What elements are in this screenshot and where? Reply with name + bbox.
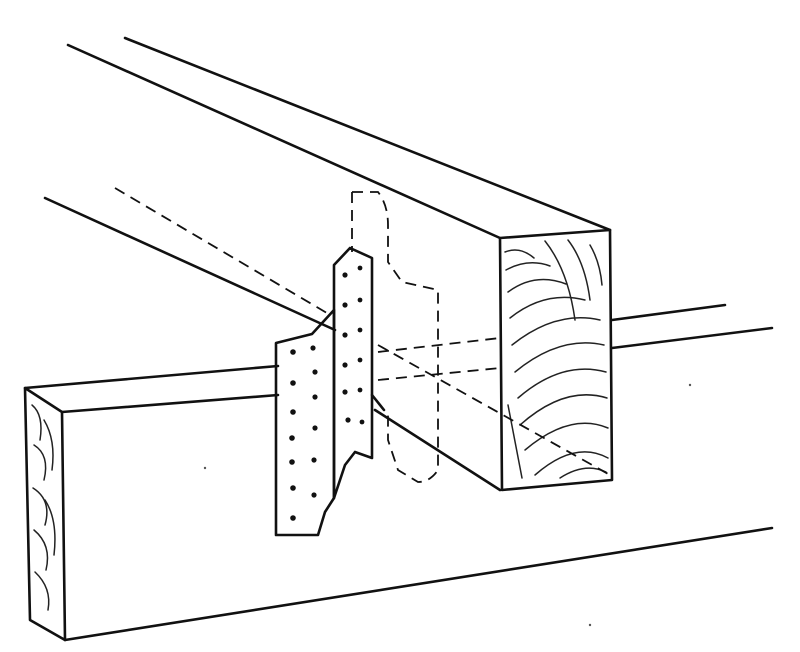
nail-hole-icon [342, 302, 348, 308]
upper-joist-bottom-edge [373, 408, 502, 492]
upper-joist-side-edge [43, 196, 337, 332]
nail-hole-icon [359, 419, 365, 425]
nail-hole-icon [357, 387, 363, 393]
upper-joist-top-back-edge [123, 36, 612, 232]
nail-hole-icon [357, 265, 363, 271]
lower-beam [23, 303, 774, 642]
upper-joist-end-grain [504, 239, 609, 479]
nail-hole-icon [357, 327, 363, 333]
anchor-side-nail-holes [342, 265, 365, 425]
nail-hole-icon [289, 435, 295, 441]
lower-beam-end-grain [31, 404, 56, 611]
anchor-front-flange [274, 308, 336, 537]
upper-joist-end-face [498, 228, 614, 492]
nail-hole-icon [310, 345, 316, 351]
nail-hole-icon [311, 457, 317, 463]
hidden-joist-bottom-edge [377, 344, 611, 476]
nail-hole-icon [342, 272, 348, 278]
scan-specks [203, 383, 692, 627]
hidden-beam-top-edge [377, 337, 501, 353]
hidden-beam-front-edge [377, 367, 501, 381]
lower-beam-end-face [23, 386, 67, 642]
nail-hole-icon [289, 459, 295, 465]
nail-hole-icon [290, 409, 296, 415]
lower-beam-front-top-far-edge [610, 326, 774, 350]
nail-hole-icon [290, 349, 296, 355]
nail-hole-icon [290, 515, 296, 521]
nail-hole-icon [290, 485, 296, 491]
nail-hole-icon [342, 389, 348, 395]
hidden-joist-top-edge [114, 187, 333, 317]
upper-joist [43, 36, 614, 492]
nail-hole-icon [311, 492, 317, 498]
nail-hole-icon [312, 394, 318, 400]
lower-beam-bottom-edge [63, 526, 774, 642]
nail-hole-icon [357, 357, 363, 363]
anchor-bend-edge [370, 393, 386, 412]
nail-hole-icon [290, 380, 296, 386]
nail-hole-icon [312, 369, 318, 375]
nail-hole-icon [312, 425, 318, 431]
nail-hole-icon [357, 297, 363, 303]
nail-hole-icon [342, 362, 348, 368]
nail-hole-icon [342, 332, 348, 338]
metal-framing-anchor [274, 246, 386, 537]
hidden-lines [114, 187, 611, 483]
anchor-side-plate [332, 246, 374, 500]
upper-joist-top-front-edge [66, 43, 502, 240]
lower-beam-top-left-edge [23, 364, 280, 390]
lower-beam-front-top-edge [60, 393, 280, 414]
anchor-front-nail-holes [289, 345, 318, 521]
hidden-hanger-far-flange [352, 191, 439, 483]
nail-hole-icon [345, 417, 351, 423]
lower-beam-top-far-edge [610, 303, 727, 322]
